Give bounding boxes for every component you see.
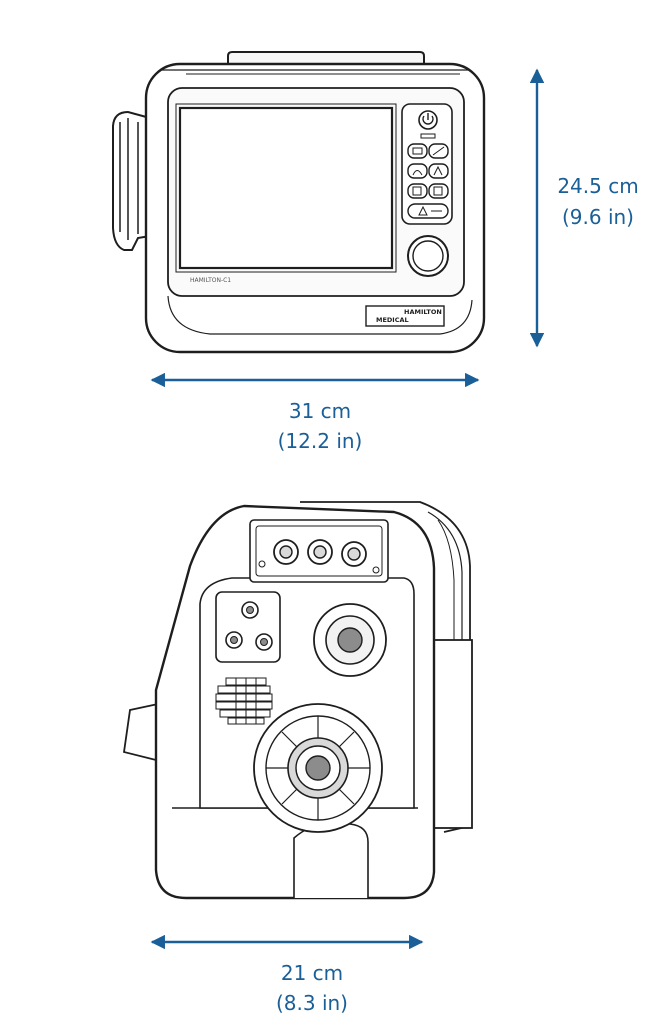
brand-line-1: HAMILTON [404, 308, 442, 316]
brand-line-2: MEDICAL [376, 316, 409, 324]
display-screen [178, 106, 394, 270]
side-handle [112, 110, 151, 251]
rear-width-label: 21 cm [281, 961, 343, 985]
panel-key-1 [407, 143, 428, 159]
alarm-silence-key [407, 203, 449, 219]
expiratory-port-center [305, 755, 331, 781]
rear-width-sub: (8.3 in) [276, 991, 348, 1015]
speaker-grille [215, 677, 273, 725]
front-width-label: 31 cm [289, 399, 351, 423]
brand-plate [365, 305, 445, 327]
side-bracket [431, 639, 473, 829]
rotary-knob [412, 240, 444, 272]
key-glyphs [412, 146, 445, 216]
bottom-notch [293, 823, 369, 898]
power-icon [422, 113, 434, 125]
panel-key-6 [428, 183, 449, 199]
front-width-sub: (12.2 in) [278, 429, 363, 453]
top-handle [227, 51, 425, 66]
front-height-label: 24.5 cm [557, 174, 638, 198]
front-height-sub: (9.6 in) [562, 205, 634, 229]
left-tab [122, 703, 159, 761]
rear-view-device [122, 501, 473, 900]
panel-key-4 [428, 163, 449, 179]
top-ports [273, 539, 367, 567]
device-model-label: HAMILTON-C1 [190, 277, 231, 284]
fan-port-center [337, 627, 363, 653]
front-view-device [112, 51, 486, 354]
panel-key-5 [407, 183, 428, 199]
